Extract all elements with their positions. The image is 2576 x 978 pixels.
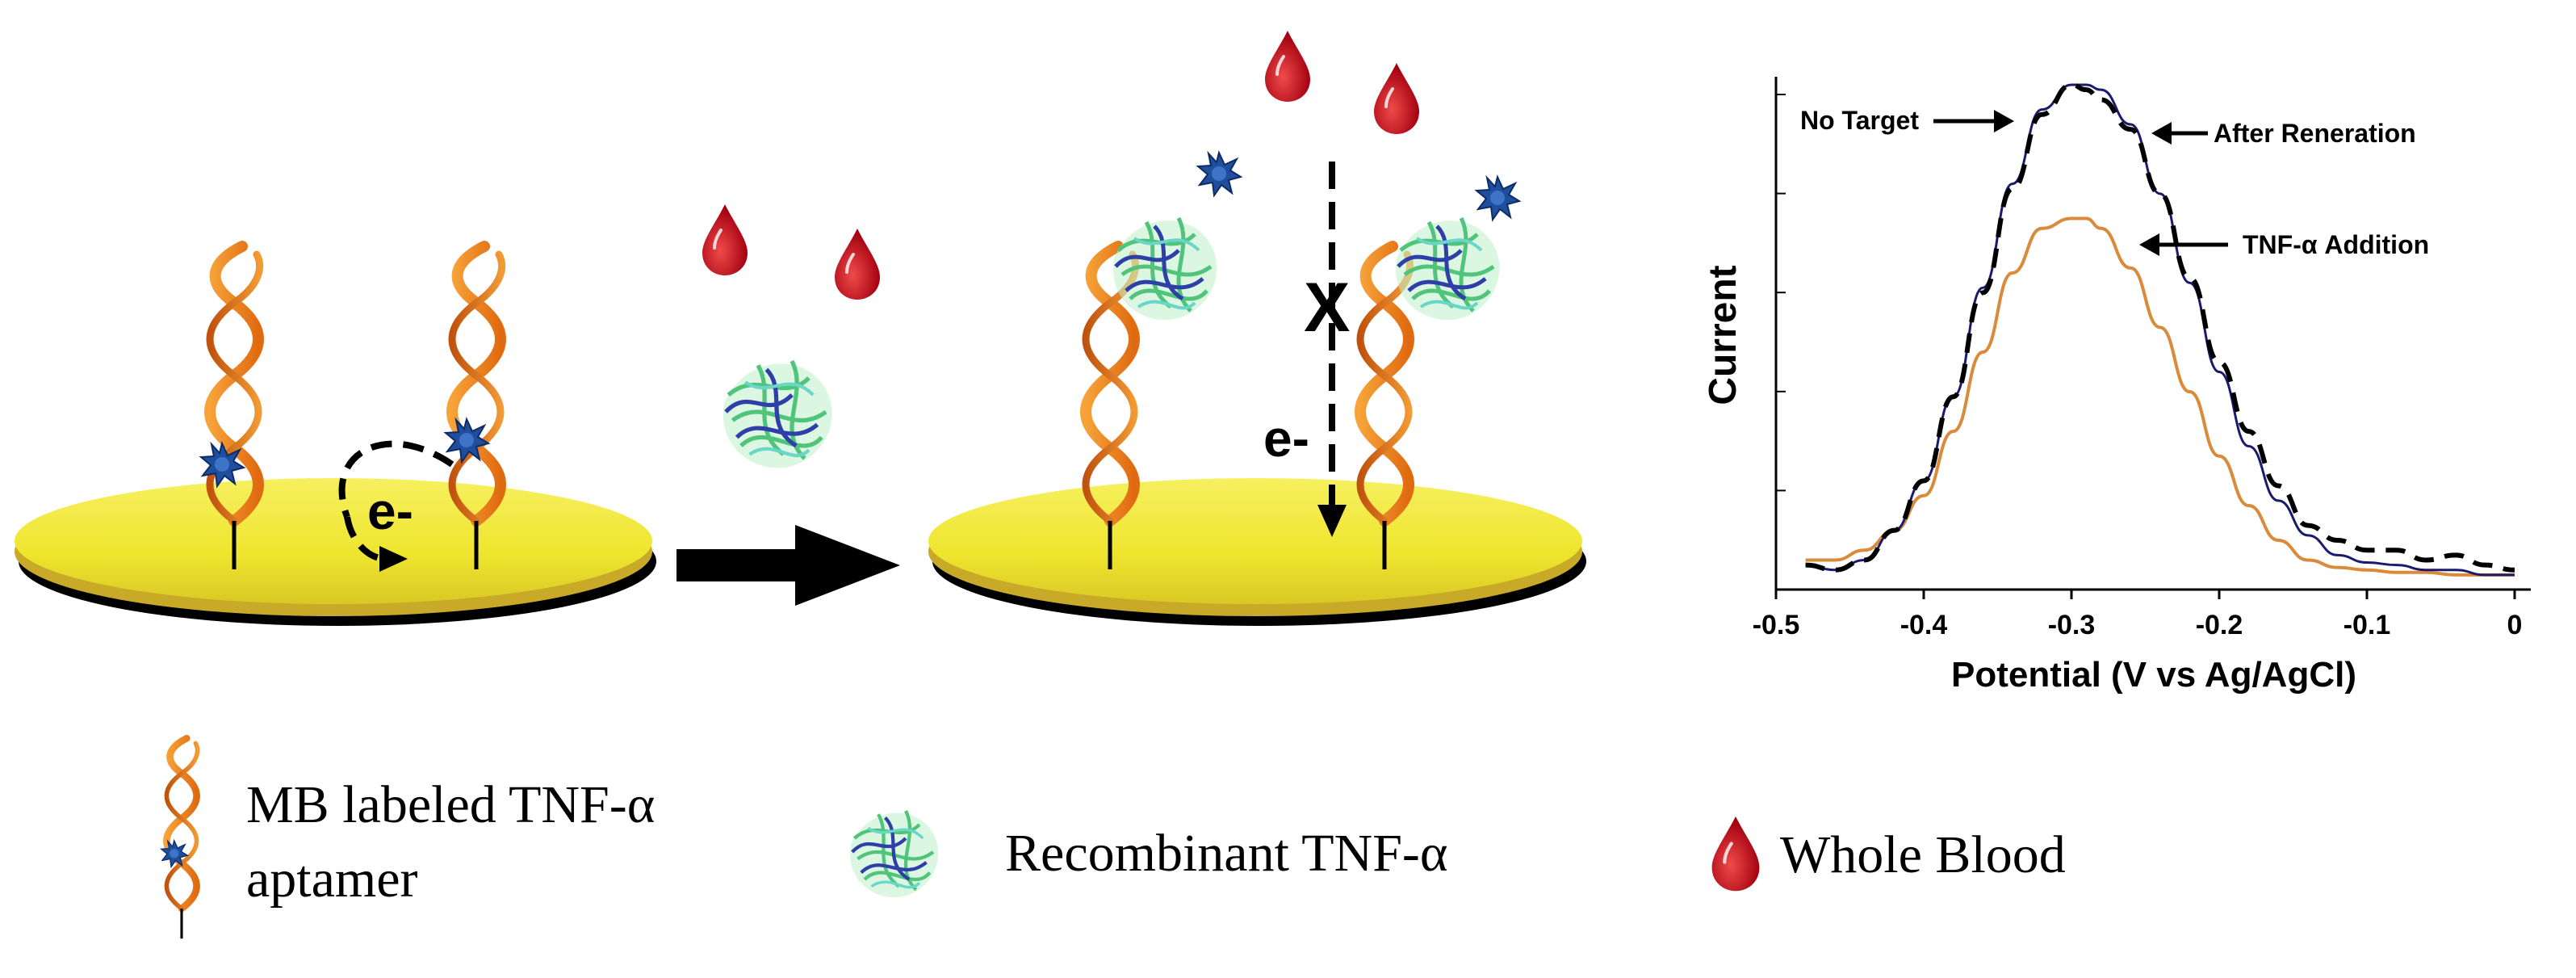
electron-arrowhead	[1317, 505, 1347, 537]
x-tick-label: -0.4	[1900, 610, 1948, 640]
y-axis-ticks	[1776, 94, 1786, 590]
x-axis-label: Potential (V vs Ag/AgCl)	[1951, 655, 2356, 695]
gold-electrode	[928, 478, 1582, 604]
methylene-blue-label-icon	[1197, 152, 1242, 196]
blocked-mark: X	[1304, 269, 1350, 346]
annotation-no-target: No Target	[1800, 106, 1919, 135]
annotation-arrowhead	[2139, 233, 2159, 256]
x-tick-label: -0.1	[2344, 610, 2391, 640]
legend-item-protein: Recombinant TNF-α	[850, 811, 1447, 897]
aptamer-helix-icon	[160, 738, 198, 938]
legend-blood-label: Whole Blood	[1780, 825, 2066, 884]
legend-aptamer-line-2: aptamer	[246, 850, 418, 909]
process-arrow	[676, 525, 900, 606]
x-tick-label: -0.2	[2196, 610, 2243, 640]
electrode-panel-no-target: e-	[15, 246, 656, 626]
legend-protein-label: Recombinant TNF-α	[1005, 824, 1447, 883]
series-layer	[1805, 82, 2515, 577]
x-tick-label: -0.3	[2048, 610, 2096, 640]
blood-drop-icon	[1372, 61, 1421, 136]
tnf-protein-icon	[723, 361, 832, 468]
electron-label: e-	[367, 482, 413, 540]
annotation-after-regeneration: After Reneration	[2214, 119, 2416, 148]
legend-item-aptamer: MB labeled TNF-α aptamer	[160, 738, 655, 938]
x-tick-label: 0	[2507, 610, 2523, 640]
x-tick-label: -0.5	[1753, 610, 1800, 640]
blood-drop-icon	[1263, 29, 1312, 103]
electron-transfer-arrow	[338, 440, 454, 518]
annotation-arrowhead	[2151, 122, 2172, 145]
y-axis-label: Current	[1702, 265, 1745, 405]
annotation-tnf-addition: TNF-α Addition	[2243, 230, 2429, 259]
legend: MB labeled TNF-α aptamer Recombinant TNF…	[160, 738, 2066, 938]
series-line-no-target	[1805, 83, 2515, 577]
blood-drop-icon	[701, 203, 749, 277]
legend-item-blood: Whole Blood	[1712, 816, 2066, 891]
bound-tnf-protein-icon	[1113, 218, 1217, 320]
electron-arrowhead	[379, 546, 408, 572]
methylene-blue-label-icon	[1476, 176, 1520, 220]
bound-tnf-protein-icon	[1396, 218, 1500, 320]
series-line-tnf-addition	[1805, 216, 2515, 577]
voltammogram-chart: -0.5 -0.4 -0.3 -0.2 -0.1 0 Current Potential …	[1702, 77, 2531, 695]
annotation-arrowhead	[1994, 110, 2014, 132]
gold-electrode	[15, 478, 652, 604]
legend-aptamer-line-1: MB labeled TNF-α	[246, 775, 655, 834]
electron-label: e-	[1263, 409, 1309, 468]
electrode-panel-bound: X e-	[928, 152, 1586, 626]
protein-icon	[850, 811, 938, 897]
blood-drop-icon	[833, 227, 882, 301]
series-line-after-regeneration	[1805, 82, 2515, 573]
blood-drop-icon	[1712, 816, 1760, 891]
x-axis-ticks: -0.5 -0.4 -0.3 -0.2 -0.1 0	[1753, 590, 2523, 640]
